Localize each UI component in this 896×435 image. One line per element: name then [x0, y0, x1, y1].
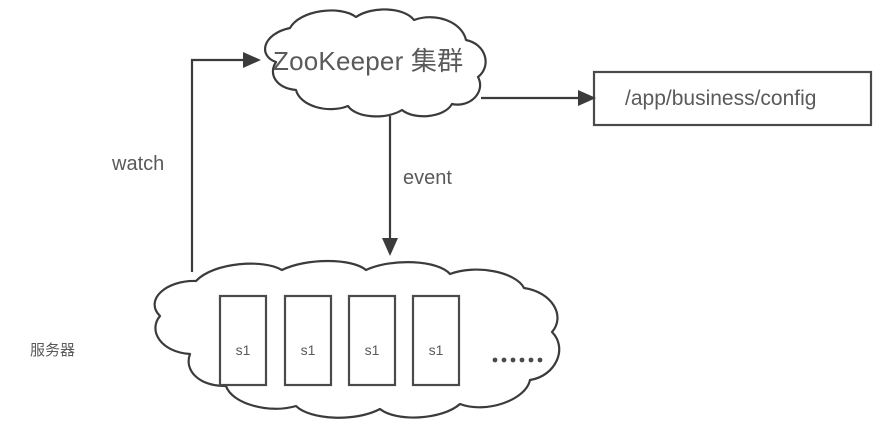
ellipsis-dot [501, 357, 507, 363]
server-box-label-1: s1 [235, 342, 251, 358]
config-box-label: /app/business/config [625, 87, 817, 110]
watch-connector-line [190, 58, 243, 272]
server-box-label-3: s1 [364, 342, 380, 358]
server-cloud-shape [153, 259, 561, 419]
server-box-3 [347, 294, 397, 387]
ellipsis-dot [528, 357, 534, 363]
server-box-4 [411, 294, 461, 387]
watch-edge-label: watch [112, 153, 165, 175]
server-box-2 [283, 294, 333, 387]
server-box-1 [218, 294, 268, 387]
server-box-label-2: s1 [300, 342, 316, 358]
event-arrowhead-icon [382, 238, 398, 256]
event-edge-label: event [403, 167, 452, 189]
server-cloud-label: 服务器 [30, 342, 76, 359]
server-box-label-4: s1 [428, 342, 444, 358]
ellipsis-dot [537, 357, 543, 363]
zookeeper-cloud-label: ZooKeeper 集群 [273, 46, 464, 76]
config-arrowhead-icon [578, 90, 596, 106]
config-box-shape [592, 70, 873, 127]
zookeeper-cloud-shape [264, 8, 487, 118]
watch-arrowhead-icon [243, 52, 261, 68]
ellipsis-dot [510, 357, 516, 363]
ellipsis-dot [519, 357, 525, 363]
ellipsis-dot [492, 357, 498, 363]
